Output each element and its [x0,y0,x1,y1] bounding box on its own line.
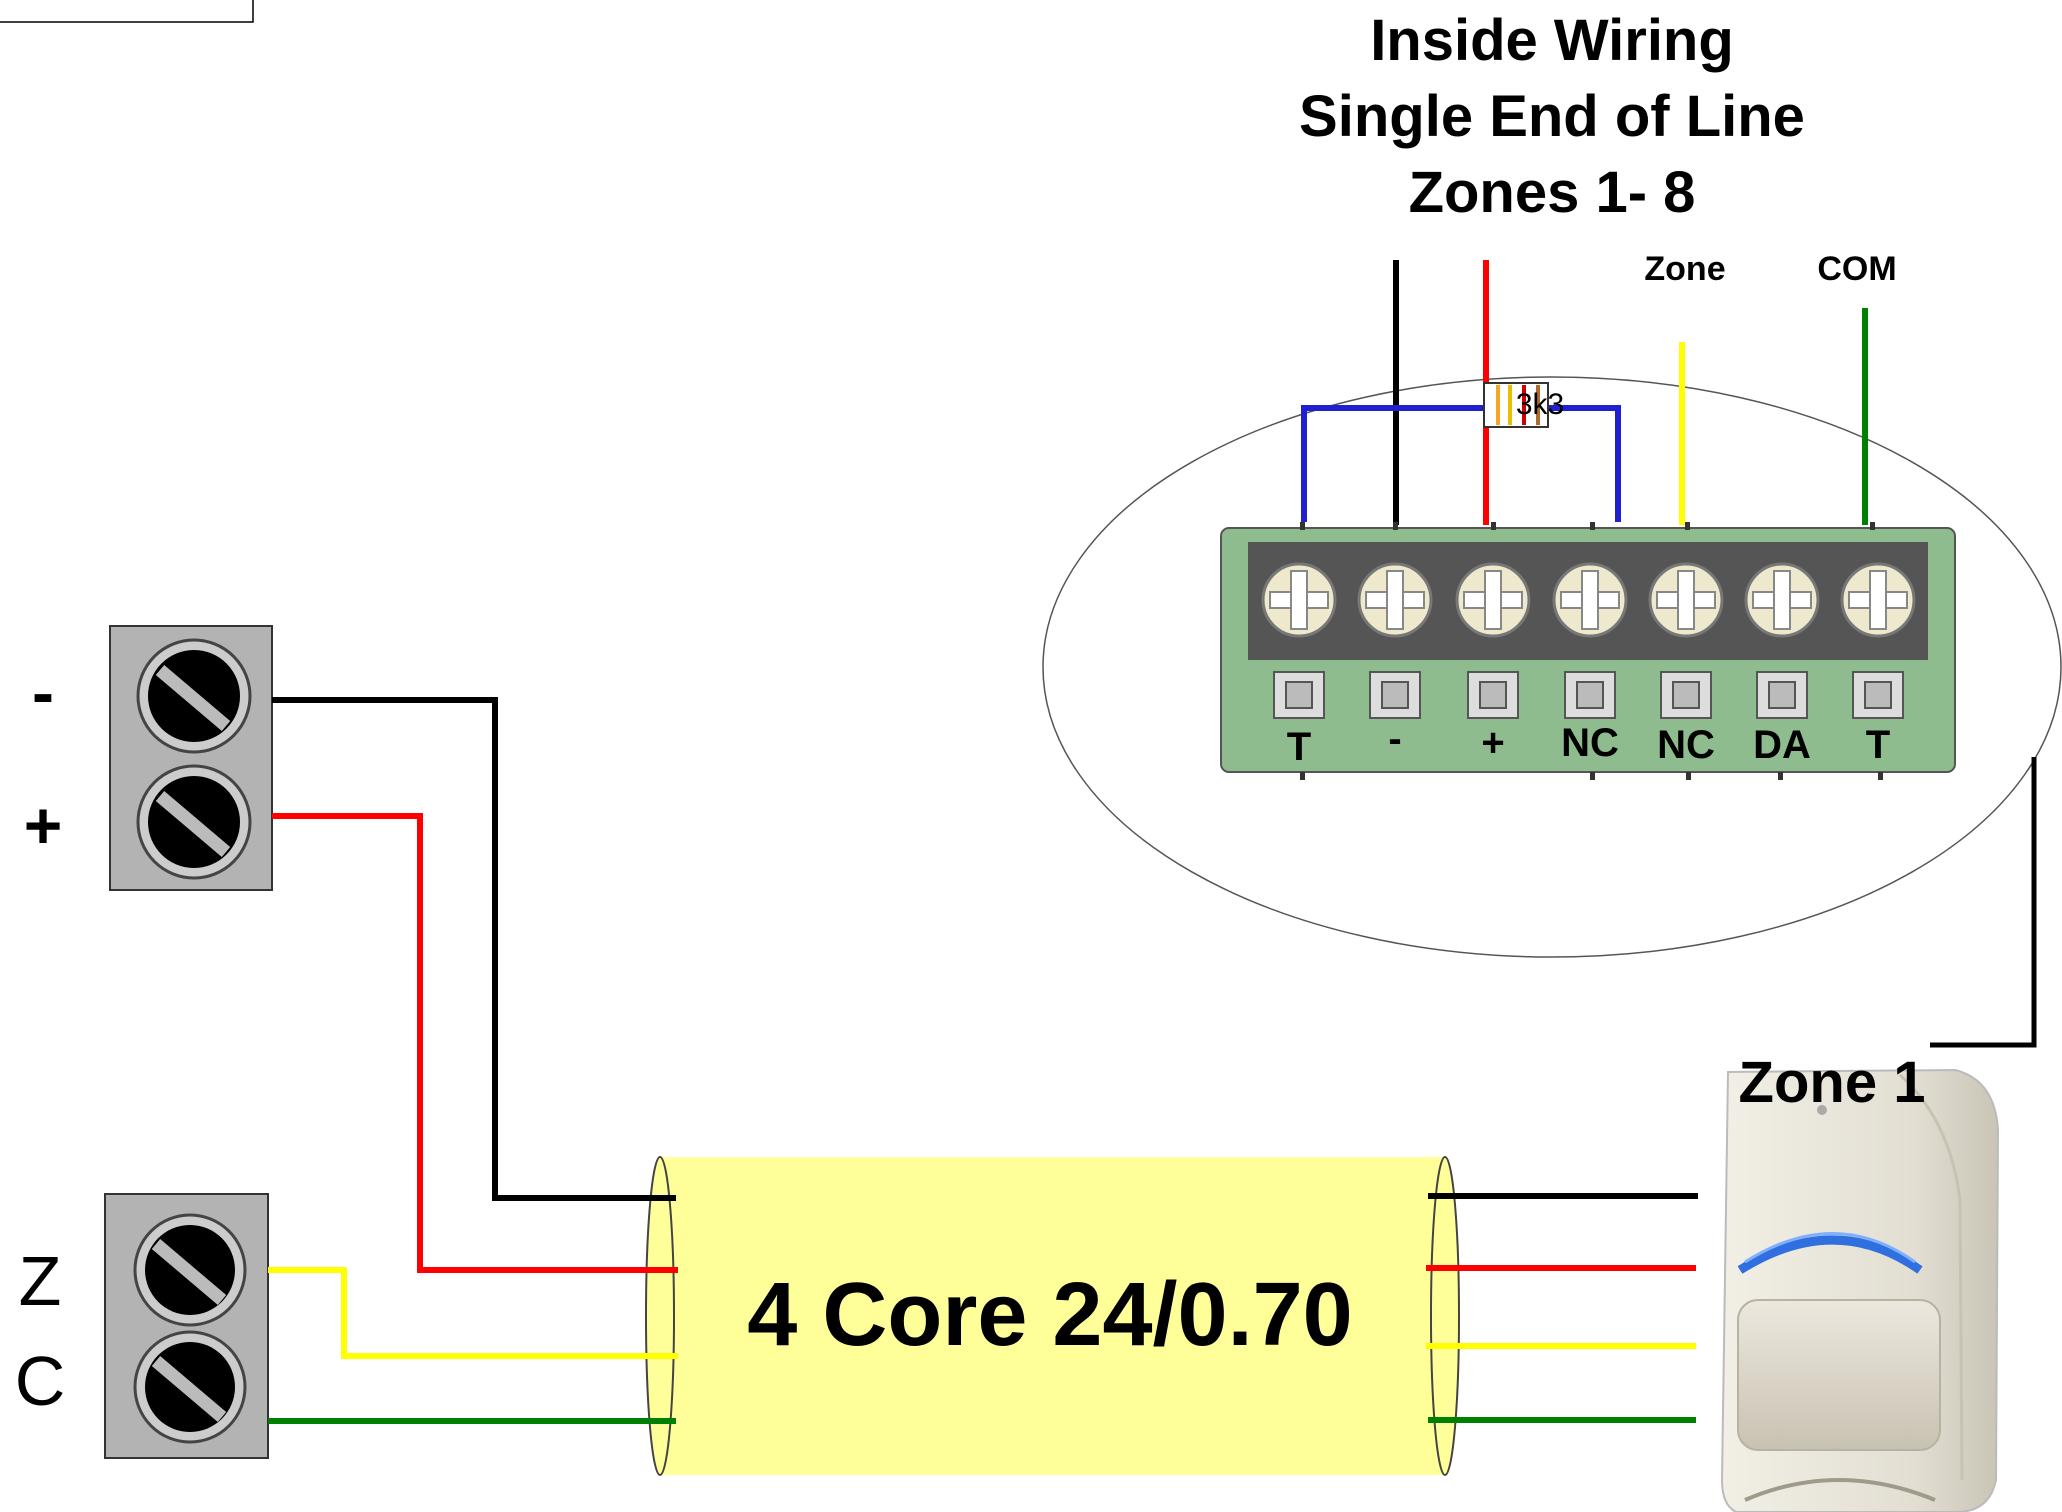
terminal-label-6: DA [1753,723,1811,767]
com-label: COM [1817,250,1896,288]
detector-label: Zone 1 [1739,1050,1926,1115]
cable-label: 4 Core 24/0.70 [747,1265,1352,1365]
panel-power-terminal-block [109,625,273,891]
terminal-screw-6 [1744,562,1820,638]
plus-label: + [24,788,63,862]
zone-screw-c [133,1330,247,1444]
terminal-label-1: T [1287,725,1311,769]
resistor-3k3: 3k3 [1483,382,1564,428]
four-core-cable: 4 Core 24/0.70 [645,1156,1460,1476]
yellow-wire-panel [268,1267,678,1359]
power-screw-minus [136,638,252,754]
black-wire-panel [272,697,676,1201]
resistor-label: 3k3 [1516,388,1564,421]
panel-zone-terminal-block [104,1193,269,1459]
c-label: C [15,1342,66,1420]
zone-screw-z [133,1213,247,1327]
callout-connector [1930,757,2037,1048]
z-label: Z [19,1242,62,1320]
red-wire-panel [272,813,678,1273]
terminal-screw-1 [1261,562,1337,638]
terminal-label-7: T [1866,723,1890,767]
terminal-screw-5 [1648,562,1724,638]
terminal-screw-3 [1455,562,1531,638]
pir-detector-icon [1720,1068,2000,1512]
terminal-block: T - + NC NC DA T [1220,522,1956,780]
detail-ellipse [1042,376,2062,958]
title-line-2: Single End of Line [1299,84,1805,149]
title-line-1: Inside Wiring [1370,8,1734,73]
terminal-label-2: - [1388,717,1401,761]
terminal-label-5: NC [1657,723,1715,767]
terminal-screw-7 [1840,562,1916,638]
power-screw-plus [136,764,252,880]
terminal-label-4: NC [1561,721,1619,765]
terminal-screw-4 [1552,562,1628,638]
blue-wire-right [1546,405,1621,522]
terminal-screw-2 [1357,562,1433,638]
blue-wire-left [1301,405,1490,522]
minus-label: - [32,655,54,729]
terminal-label-3: + [1481,721,1504,765]
title-line-3: Zones 1- 8 [1409,160,1696,225]
corner-frame [0,0,254,23]
zone-label: Zone [1644,250,1725,288]
